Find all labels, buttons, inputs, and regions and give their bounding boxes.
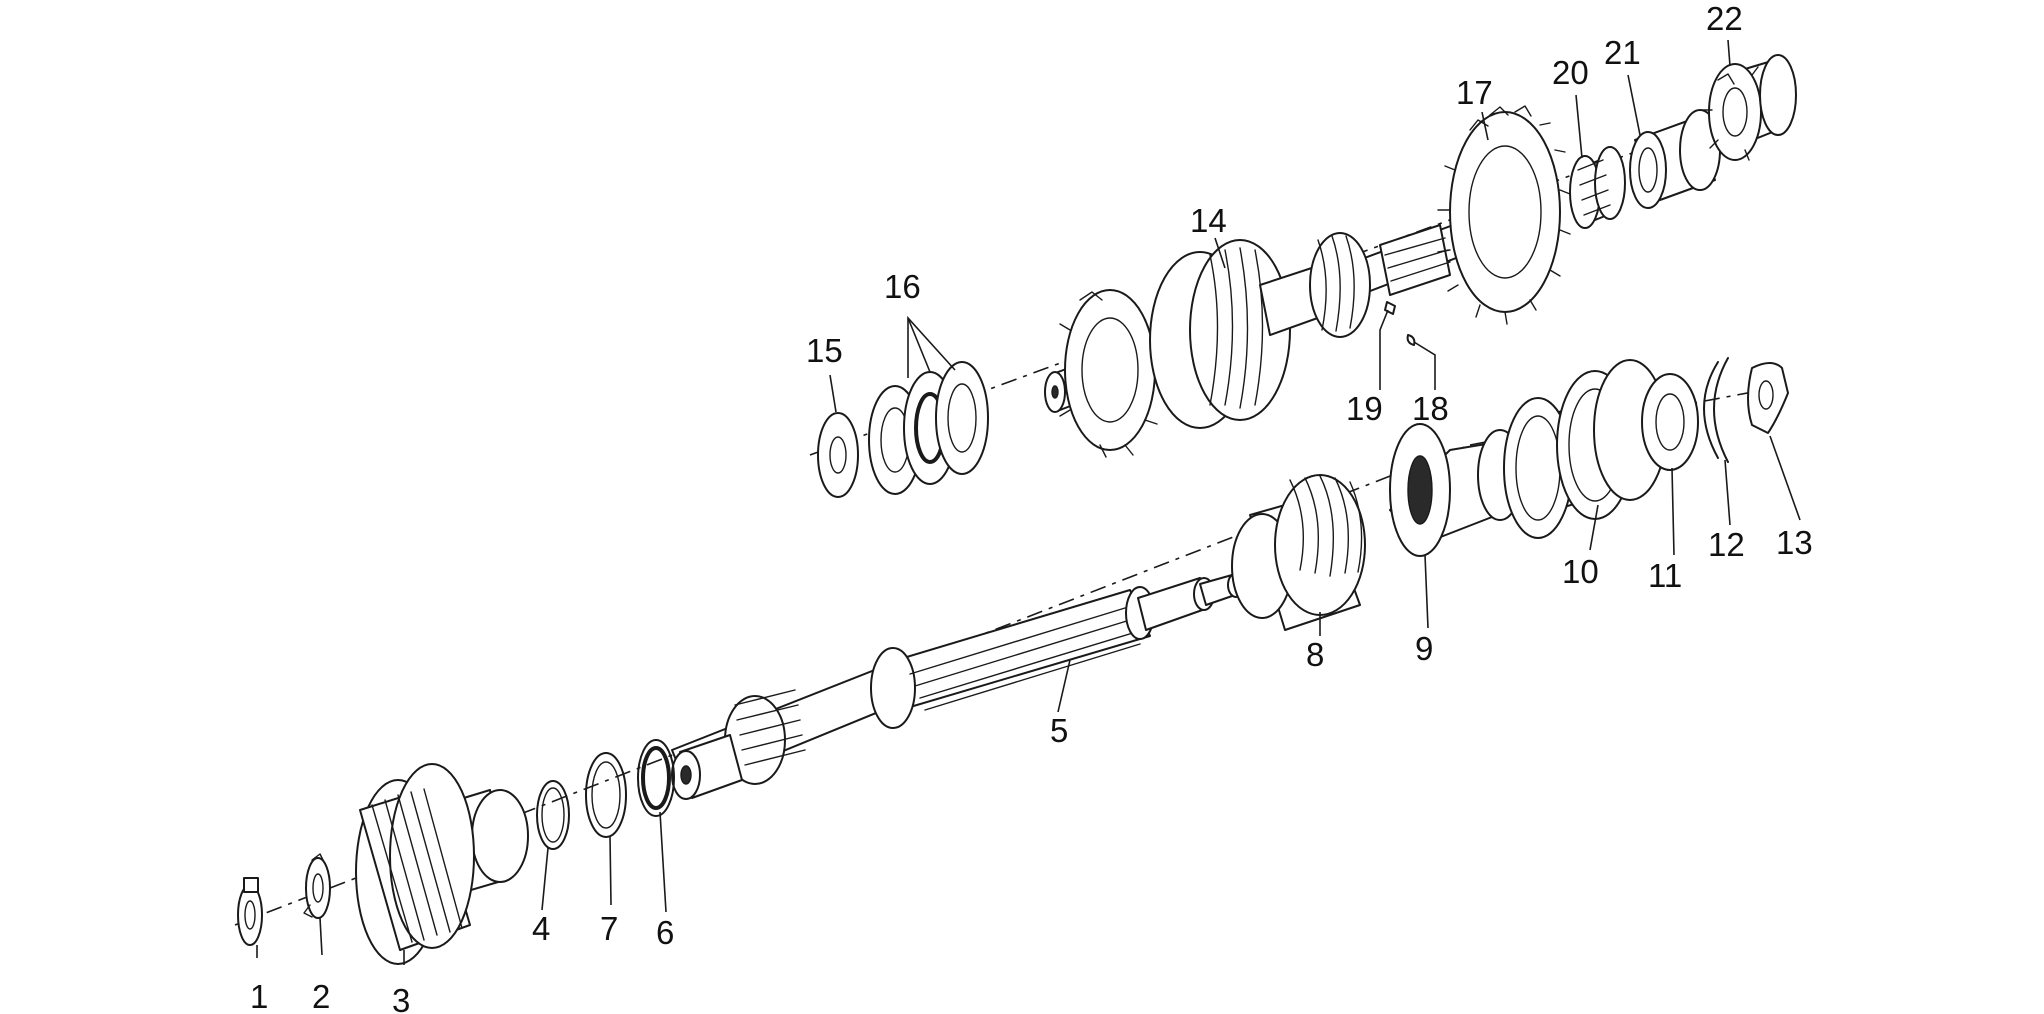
part-3-drive-gear [355,763,529,965]
leader-lines [256,39,1801,965]
callout-2: 2 [312,978,330,1014]
callout-11: 11 [1648,557,1682,594]
part-6-spring-ring [637,739,675,817]
callout-13: 13 [1776,524,1813,561]
part-15-thrust-washer [817,412,859,498]
part-2-tab-washer [303,853,331,919]
callout-20: 20 [1552,54,1589,91]
callout-15: 15 [806,332,843,369]
callout-5: 5 [1050,712,1068,749]
part-9-synchro-cone [1389,423,1523,557]
callout-3: 3 [392,982,410,1014]
part-10-synchro-sleeve [1503,359,1667,539]
part-21-bushing [1629,109,1721,209]
callout-6: 6 [656,914,674,951]
main-shaft [671,572,1245,800]
part-14-cluster-gear [1059,232,1371,458]
part-20-needle-bearing [1569,146,1626,229]
callout-9: 9 [1415,630,1433,667]
callout-19: 19 [1346,390,1383,427]
part-18-19-key-pin [1384,301,1416,346]
callout-1: 1 [250,978,268,1014]
callout-labels: 1 2 3 4 5 6 7 8 9 10 11 12 13 14 15 16 1… [250,0,1813,1014]
part-12-circlip [1703,357,1729,463]
callout-7: 7 [600,910,618,947]
part-17-spur-gear [1437,105,1571,325]
callout-12: 12 [1708,526,1745,563]
part-11-bearing-ring [1641,373,1699,471]
part-7-shim [585,752,627,838]
callout-18: 18 [1412,390,1449,427]
part-4-circlip [536,780,570,850]
part-13-lock-plate [1747,362,1789,434]
callout-8: 8 [1306,636,1324,673]
callout-4: 4 [532,910,550,947]
callout-17: 17 [1456,74,1493,111]
callout-10: 10 [1562,553,1599,590]
callout-16: 16 [884,268,921,305]
callout-22: 22 [1706,0,1743,37]
callout-21: 21 [1604,34,1641,71]
part-16-shim-set [868,361,989,495]
part-22-dog-clutch [1701,54,1797,161]
part-8-helical-gear [1231,474,1366,631]
part-1-lock-washer [237,877,263,946]
callout-14: 14 [1190,202,1227,239]
